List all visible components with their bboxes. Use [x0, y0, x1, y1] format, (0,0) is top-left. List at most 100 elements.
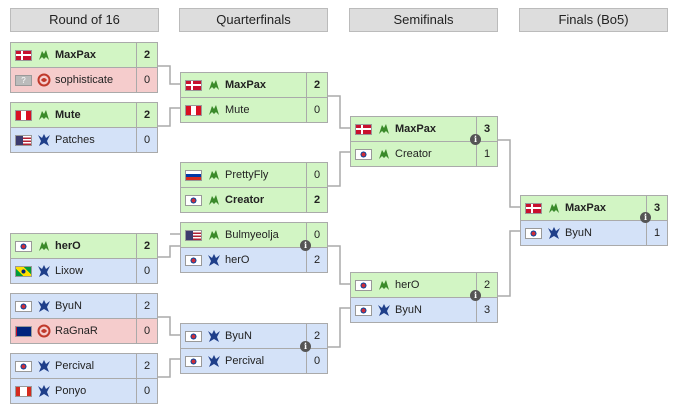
- terran-icon: [36, 133, 51, 148]
- player-name[interactable]: Bulmyeolja: [225, 229, 279, 241]
- terran-icon: [36, 359, 51, 374]
- connector-r16-4: [158, 316, 180, 336]
- player-name[interactable]: Percival: [55, 360, 95, 372]
- player-name[interactable]: PrettyFly: [225, 169, 269, 181]
- player-name[interactable]: herO: [55, 240, 81, 252]
- flag-korea-icon: [185, 194, 202, 206]
- player-row[interactable]: Percival 0: [181, 348, 327, 373]
- player-name[interactable]: ByuN: [565, 227, 592, 239]
- flag-korea-icon: [525, 227, 542, 239]
- round-header-r16: Round of 16: [10, 8, 159, 32]
- player-name[interactable]: MaxPax: [225, 79, 266, 91]
- player-score: 3: [476, 298, 497, 322]
- info-icon[interactable]: i: [300, 341, 311, 352]
- player-name[interactable]: MaxPax: [395, 123, 436, 135]
- protoss-icon: [376, 278, 391, 293]
- flag-denmark-icon: [185, 79, 202, 91]
- player-row[interactable]: Ponyo 0: [11, 378, 157, 403]
- player-score: 0: [306, 163, 327, 187]
- player-row[interactable]: Creator 2: [181, 187, 327, 212]
- player-name[interactable]: herO: [395, 279, 420, 291]
- player-score: 3: [646, 196, 667, 220]
- player-score: 0: [136, 68, 157, 92]
- player-name[interactable]: ByuN: [225, 330, 252, 342]
- player-name[interactable]: Ponyo: [55, 385, 87, 397]
- flag-korea-icon: [355, 304, 372, 316]
- player-row[interactable]: MaxPax 3: [351, 117, 497, 141]
- player-name[interactable]: sophisticate: [55, 74, 114, 86]
- player-name[interactable]: ByuN: [55, 300, 82, 312]
- connector-sf-1: [498, 139, 520, 208]
- protoss-icon: [36, 48, 51, 63]
- protoss-icon: [36, 239, 51, 254]
- info-icon[interactable]: i: [300, 240, 311, 251]
- info-icon[interactable]: i: [470, 134, 481, 145]
- player-score: 2: [136, 234, 157, 258]
- player-score: 2: [306, 188, 327, 212]
- flag-korea-icon: [185, 355, 202, 367]
- flag-peru-icon: [15, 109, 32, 121]
- player-score: 2: [136, 43, 157, 67]
- flag-russia-icon: [185, 169, 202, 181]
- player-name[interactable]: Creator: [395, 148, 432, 160]
- player-row[interactable]: Patches 0: [11, 127, 157, 152]
- player-name[interactable]: RaGnaR: [55, 325, 98, 337]
- info-icon[interactable]: i: [470, 290, 481, 301]
- player-name[interactable]: MaxPax: [55, 49, 96, 61]
- connector-qf-1: [328, 95, 350, 129]
- player-name[interactable]: ByuN: [395, 304, 422, 316]
- player-name[interactable]: MaxPax: [565, 202, 606, 214]
- info-icon[interactable]: i: [640, 212, 651, 223]
- player-name[interactable]: Mute: [55, 109, 81, 121]
- connector-sf-2: [498, 230, 520, 297]
- player-row[interactable]: MaxPax 3: [521, 196, 667, 220]
- flag-korea-icon: [15, 360, 32, 372]
- player-name[interactable]: Percival: [225, 355, 265, 367]
- player-score: 0: [136, 379, 157, 403]
- round-header-semifinals: Semifinals: [349, 8, 498, 32]
- connector-qf-4: [328, 307, 350, 348]
- player-name[interactable]: Patches: [55, 134, 95, 146]
- player-score: 0: [136, 128, 157, 152]
- connector-r16-1: [158, 65, 180, 85]
- player-name[interactable]: Creator: [225, 194, 265, 206]
- flag-australia-icon: [15, 325, 32, 337]
- player-score: 0: [306, 349, 327, 373]
- player-name[interactable]: Lixow: [55, 265, 84, 277]
- flag-korea-icon: [185, 330, 202, 342]
- player-row[interactable]: PrettyFly 0: [181, 163, 327, 187]
- player-name[interactable]: Mute: [225, 104, 250, 116]
- player-row[interactable]: ByuN 3: [351, 297, 497, 322]
- protoss-icon: [206, 168, 221, 183]
- terran-icon: [546, 226, 561, 241]
- player-name[interactable]: herO: [225, 254, 250, 266]
- player-score: 3: [476, 117, 497, 141]
- flag-korea-icon: [15, 240, 32, 252]
- protoss-icon: [206, 103, 221, 118]
- player-row[interactable]: MaxPax 2: [11, 43, 157, 67]
- player-row[interactable]: herO 2: [11, 234, 157, 258]
- round-header-finals: Finals (Bo5): [519, 8, 668, 32]
